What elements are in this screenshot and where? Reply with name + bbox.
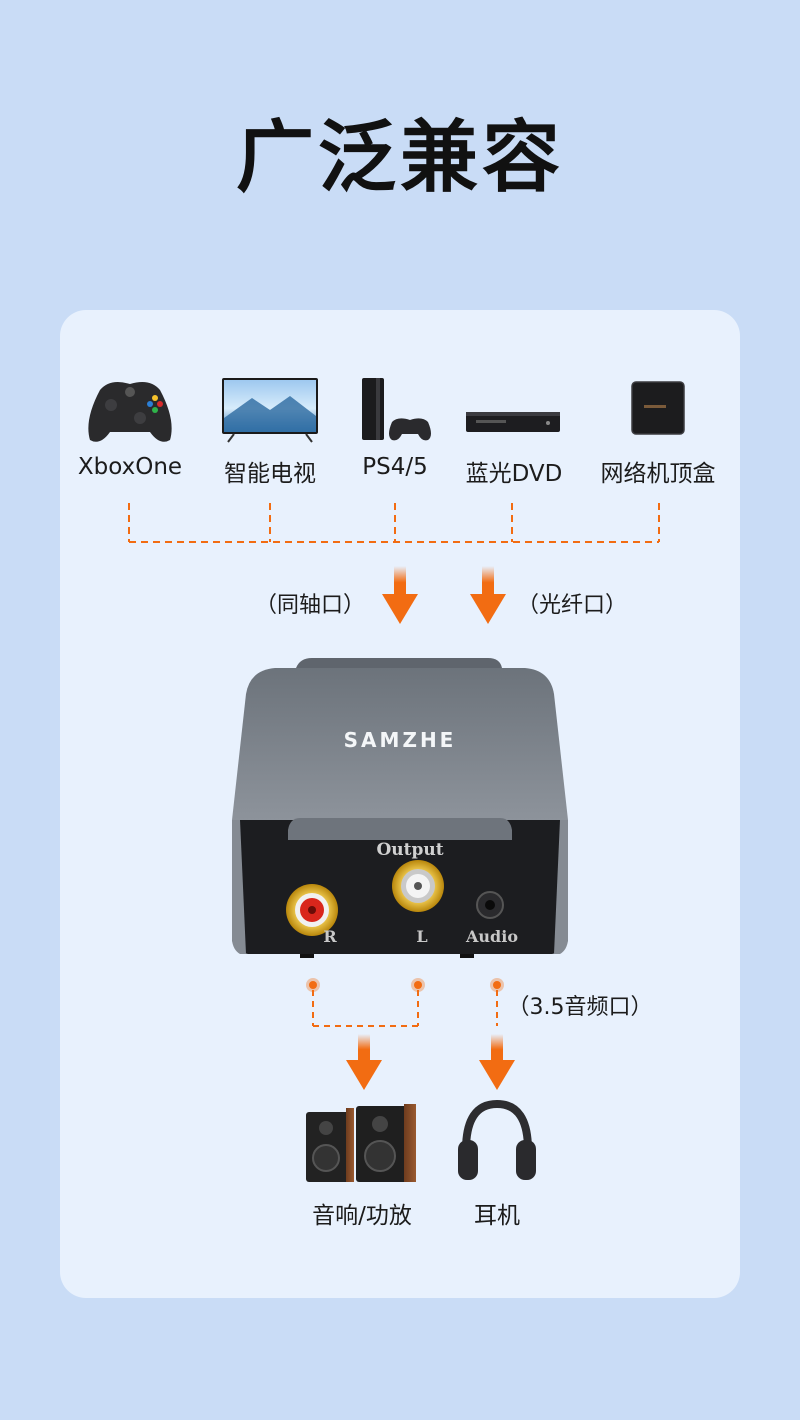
smart-tv-icon — [222, 378, 318, 443]
coaxial-arrow — [382, 566, 418, 624]
speakers-icon — [306, 1104, 416, 1182]
optical-arrow — [470, 566, 506, 624]
game-controller-icon — [88, 382, 172, 442]
port-header-label: Output — [376, 840, 443, 860]
speakers-arrow — [346, 1034, 382, 1090]
port-r-label: R — [323, 927, 337, 946]
source-label-bluray-dvd: 蓝光DVD — [465, 461, 563, 487]
device-brand: SAMZHE — [344, 728, 457, 752]
headphones-arrow — [479, 1034, 515, 1090]
output-label-headphones: 耳机 — [474, 1203, 520, 1229]
bluray-player-icon — [466, 412, 560, 432]
optical-caption: （光纤口） — [516, 593, 628, 618]
source-label-set-top-box: 网络机顶盒 — [600, 461, 716, 487]
output-connector-lines — [306, 978, 504, 1027]
converter-device — [232, 658, 568, 958]
port-audio-label: Audio — [465, 927, 518, 946]
source-label-xboxone: XboxOne — [77, 454, 183, 480]
source-label-smart-tv: 智能电视 — [224, 461, 316, 487]
set-top-box-icon — [631, 381, 685, 435]
audio-jack-caption: （3.5音频口） — [507, 995, 653, 1020]
page-title: 广泛兼容 — [235, 113, 564, 203]
source-connector-lines — [128, 503, 660, 543]
playstation-console-icon — [362, 378, 431, 441]
output-label-speakers: 音响/功放 — [312, 1203, 412, 1229]
source-label-ps45: PS4/5 — [362, 454, 428, 480]
coaxial-caption: （同轴口） — [254, 593, 366, 618]
headphones-icon — [458, 1099, 536, 1180]
port-l-label: L — [416, 927, 427, 946]
